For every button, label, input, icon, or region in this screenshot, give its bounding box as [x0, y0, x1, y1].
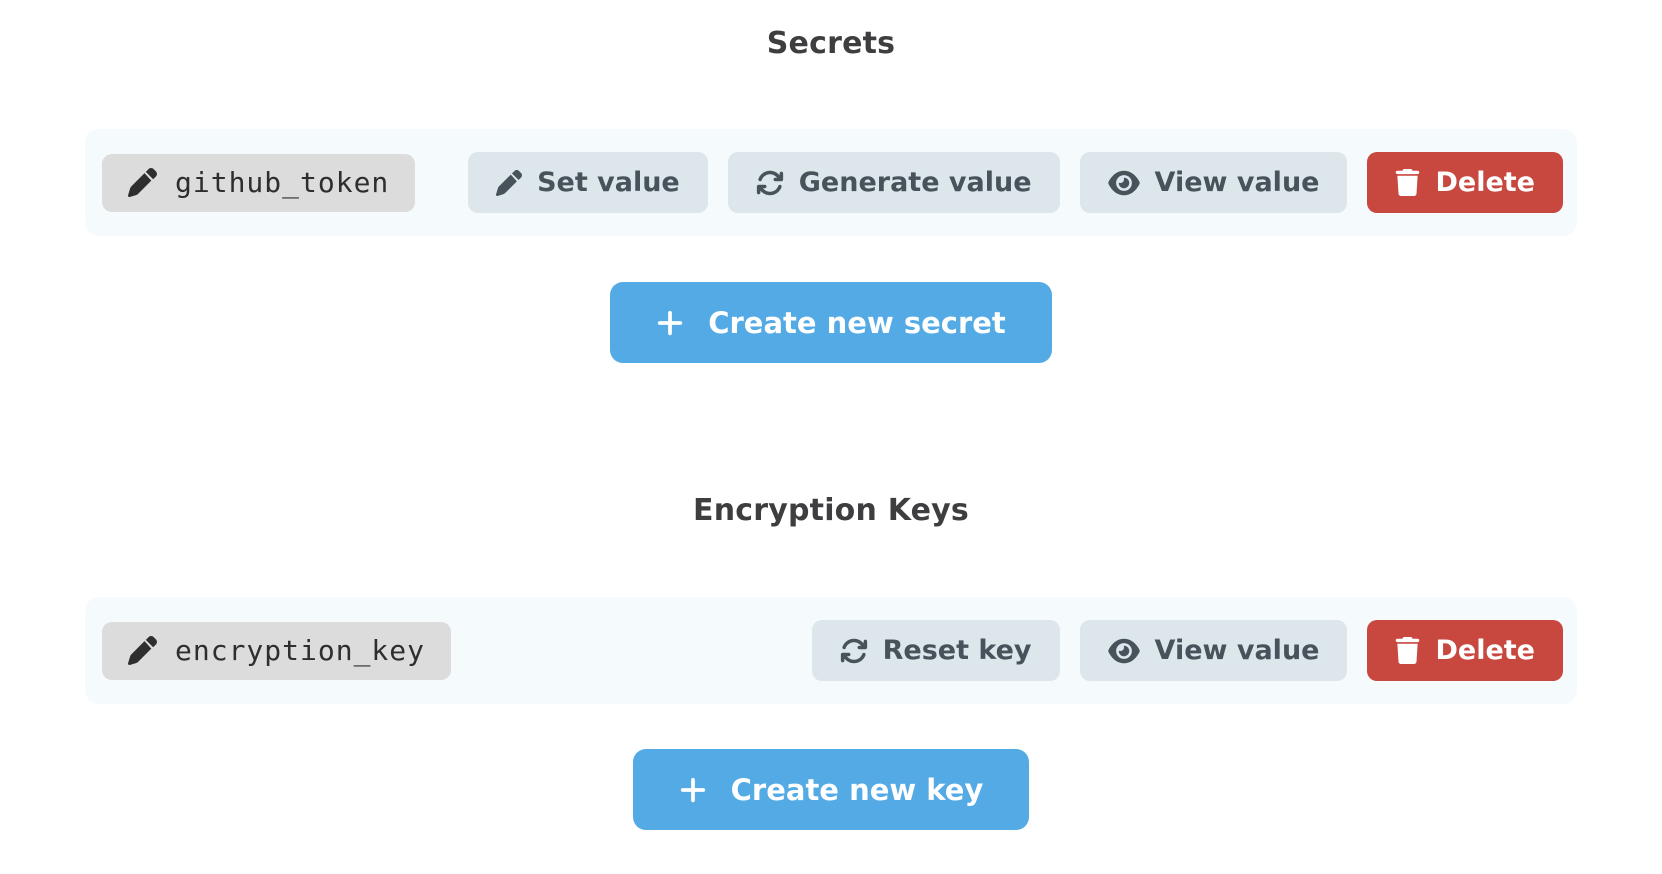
- secret-name-pill[interactable]: github_token: [102, 153, 416, 212]
- reset-key-button[interactable]: Reset key: [811, 620, 1060, 681]
- pencil-icon: [128, 168, 157, 197]
- view-value-label: View value: [1154, 635, 1320, 666]
- content-container: Secrets github_token Set value Generate …: [85, 0, 1577, 830]
- eye-icon: [1108, 637, 1140, 665]
- create-new-key-button[interactable]: Create new key: [632, 749, 1030, 830]
- view-value-label: View value: [1154, 167, 1320, 198]
- set-value-button[interactable]: Set value: [468, 152, 708, 213]
- delete-label: Delete: [1435, 635, 1535, 666]
- view-value-button[interactable]: View value: [1079, 152, 1348, 213]
- delete-key-button[interactable]: Delete: [1367, 620, 1563, 681]
- view-value-button[interactable]: View value: [1079, 620, 1348, 681]
- trash-icon: [1395, 169, 1420, 196]
- generate-value-label: Generate value: [798, 167, 1032, 198]
- encryption-keys-section-title: Encryption Keys: [693, 493, 969, 528]
- create-new-key-label: Create new key: [730, 772, 984, 807]
- refresh-icon: [756, 169, 784, 197]
- create-new-secret-label: Create new secret: [708, 305, 1006, 340]
- set-value-label: Set value: [537, 167, 680, 198]
- trash-icon: [1395, 637, 1420, 664]
- encryption-key-row: encryption_key Reset key View value Dele…: [85, 597, 1577, 704]
- secret-actions: Set value Generate value View value Dele…: [468, 152, 1563, 213]
- key-actions: Reset key View value Delete: [811, 620, 1563, 681]
- plus-icon: [656, 308, 684, 338]
- eye-icon: [1108, 169, 1140, 197]
- pencil-icon: [496, 170, 522, 196]
- secret-name-label: github_token: [175, 166, 390, 199]
- secret-row: github_token Set value Generate value Vi…: [85, 129, 1577, 236]
- refresh-icon: [840, 637, 868, 665]
- key-name-pill[interactable]: encryption_key: [102, 621, 452, 680]
- delete-secret-button[interactable]: Delete: [1367, 152, 1563, 213]
- secrets-section-title: Secrets: [766, 26, 896, 61]
- key-name-label: encryption_key: [175, 634, 426, 667]
- create-new-secret-button[interactable]: Create new secret: [610, 282, 1052, 363]
- plus-icon: [679, 775, 707, 805]
- generate-value-button[interactable]: Generate value: [727, 152, 1060, 213]
- reset-key-label: Reset key: [882, 635, 1032, 666]
- pencil-icon: [128, 636, 157, 665]
- delete-label: Delete: [1435, 167, 1535, 198]
